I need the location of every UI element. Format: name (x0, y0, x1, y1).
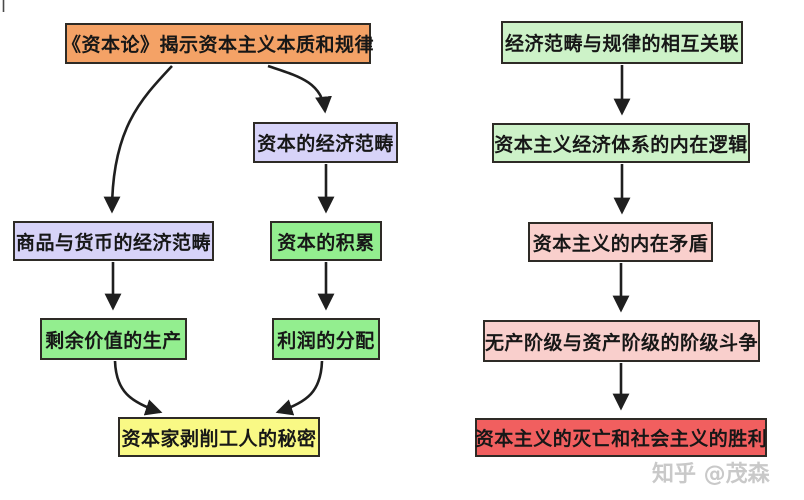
arrow-profit-to-secret (275, 360, 324, 416)
node-capital-accumulation: 资本的积累 (270, 221, 382, 261)
node-class-struggle: 无产阶级与资产阶级的阶级斗争 (483, 320, 760, 362)
node-internal-logic: 资本主义经济体系的内在逻辑 (492, 123, 750, 163)
node-exploitation-secret: 资本家剥削工人的秘密 (118, 417, 320, 457)
node-commodity-money: 商品与货币的经济范畴 (13, 221, 214, 261)
arrow-surplus-to-secret (113, 360, 163, 416)
arrow-kapital-to-commodity-money (103, 65, 173, 214)
node-profit-distribution: 利润的分配 (272, 318, 380, 360)
node-capitalism-demise: 资本主义的灭亡和社会主义的胜利 (475, 418, 767, 457)
zhihu-watermark: 知乎 @茂森 (652, 462, 770, 487)
arrow-kapital-to-capital-categories (267, 64, 332, 114)
node-surplus-value: 剩余价值的生产 (40, 318, 187, 360)
node-interrelation: 经济范畴与规律的相互关联 (501, 21, 743, 64)
node-internal-contradiction: 资本主义的内在矛盾 (528, 222, 713, 262)
node-kapital: 《资本论》揭示资本主义本质和规律 (62, 23, 374, 64)
node-capital-categories: 资本的经济范畴 (253, 122, 398, 163)
